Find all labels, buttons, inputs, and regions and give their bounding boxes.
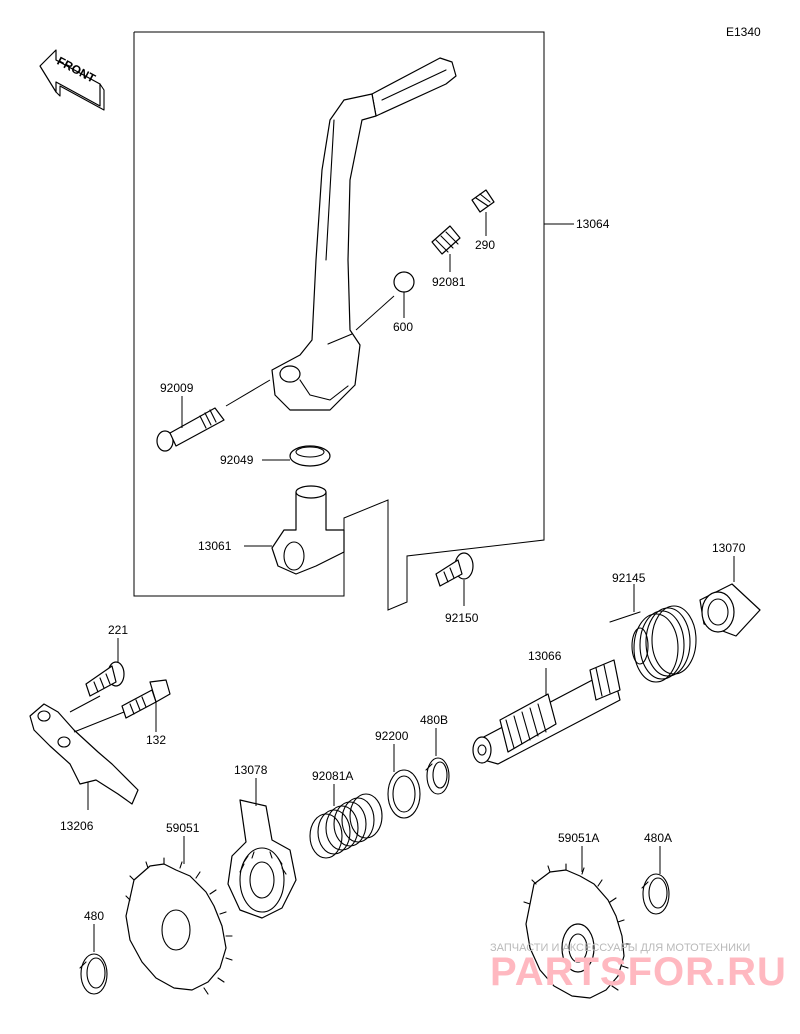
label-92150: 92150 <box>445 611 479 625</box>
label-480A: 480A <box>644 831 672 845</box>
label-59051A: 59051A <box>558 831 599 845</box>
label-13070: 13070 <box>712 541 746 555</box>
label-92081: 92081 <box>432 275 466 289</box>
part-290: 290 <box>471 189 495 252</box>
watermark-caption: ЗАПЧАСТИ И АКСЕССУАРЫ ДЛЯ МОТОТЕХНИКИ <box>490 942 750 954</box>
label-13078: 13078 <box>234 763 268 777</box>
label-13064: 13064 <box>576 217 610 231</box>
part-59051: 59051 <box>125 821 233 995</box>
watermark-brand: PARTSFOR.RU <box>490 950 787 994</box>
part-92009: 92009 <box>156 379 271 452</box>
label-13061: 13061 <box>198 539 232 553</box>
label-600: 600 <box>393 320 413 334</box>
label-480B: 480B <box>420 713 448 727</box>
part-59051A: 59051A <box>523 831 631 999</box>
part-92145: 92145 <box>609 571 697 683</box>
label-92145: 92145 <box>612 571 646 585</box>
part-221: 221 <box>85 623 128 697</box>
label-92009: 92009 <box>160 381 194 395</box>
label-59051: 59051 <box>166 821 200 835</box>
part-13061: 13061 <box>198 485 345 575</box>
label-480: 480 <box>84 909 104 923</box>
part-13066: 13066 <box>472 649 621 765</box>
diagram-code: E1340 <box>726 25 761 39</box>
part-480B: 480B <box>420 713 450 795</box>
label-13066: 13066 <box>528 649 562 663</box>
part-600: 600 <box>355 271 415 334</box>
part-92049: 92049 <box>220 445 331 467</box>
label-221: 221 <box>108 623 128 637</box>
part-13206: 13206 <box>29 695 139 833</box>
part-480: 480 <box>79 909 108 995</box>
part-480A: 480A <box>641 831 672 915</box>
part-92150: 92150 <box>435 552 479 625</box>
label-290: 290 <box>475 238 495 252</box>
assembly-frame <box>133 31 545 611</box>
part-13070: 13070 <box>699 541 761 637</box>
part-132: 132 <box>121 679 171 747</box>
label-92049: 92049 <box>220 453 254 467</box>
part-92200: 92200 <box>375 729 421 819</box>
label-13206: 13206 <box>60 819 94 833</box>
label-92200: 92200 <box>375 729 409 743</box>
kick-pedal-lever <box>271 57 457 411</box>
part-92081: 92081 <box>431 225 466 289</box>
label-92081A: 92081A <box>312 769 353 783</box>
part-13078: 13078 <box>227 763 297 919</box>
part-92081A: 92081A <box>309 769 383 859</box>
label-132: 132 <box>146 733 166 747</box>
front-arrow-icon: FRONT <box>39 49 105 111</box>
